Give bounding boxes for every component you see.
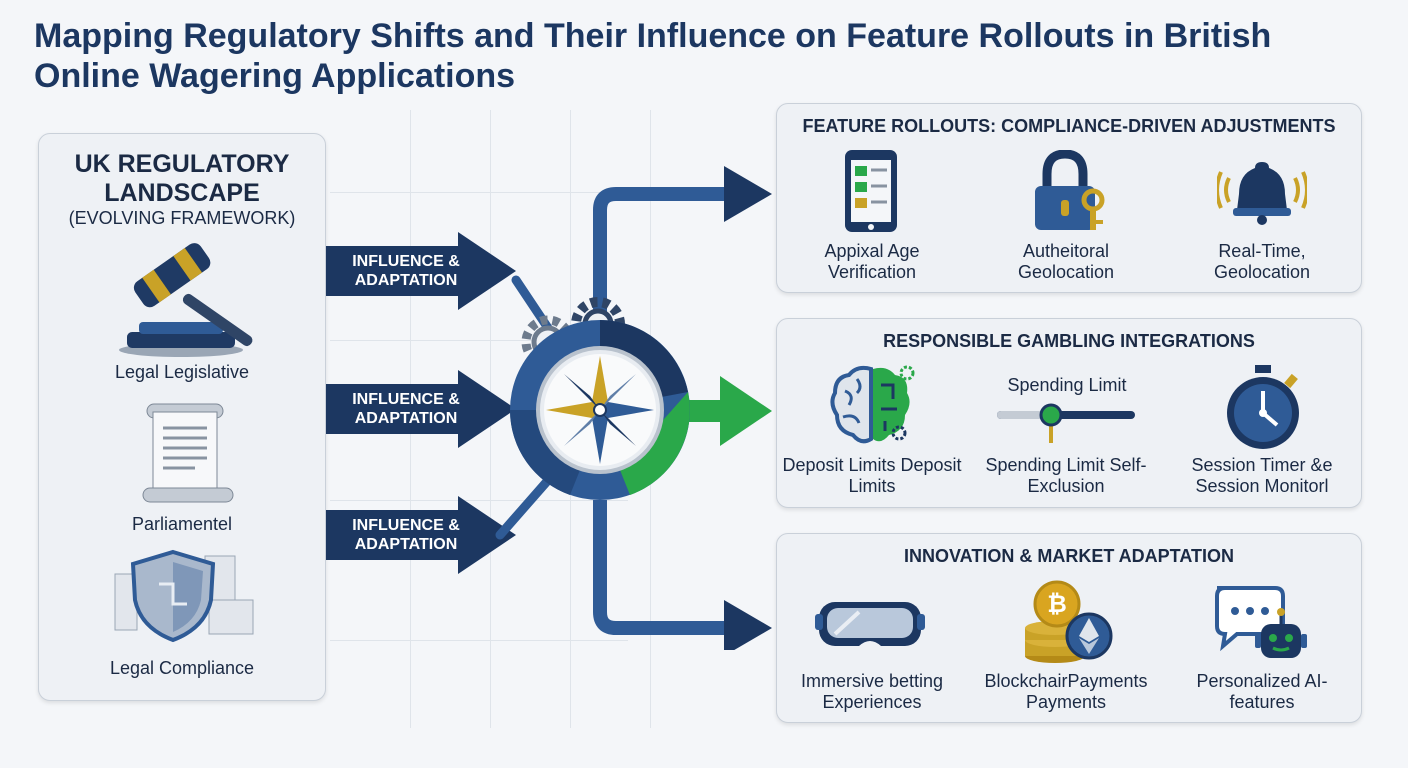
slider-label: Spending Limit <box>1007 375 1127 395</box>
gavel-icon <box>119 243 253 357</box>
feature-label: BlockchairPayments Payments <box>984 671 1148 712</box>
stopwatch-icon <box>1227 365 1299 449</box>
panel-title: FEATURE ROLLOUTS: COMPLIANCE-DRIVEN ADJU… <box>802 116 1336 136</box>
feature-label: Immersive betting Experiences <box>800 671 944 712</box>
panel-title: INNOVATION & MARKET ADAPTATION <box>904 546 1234 566</box>
padlock-key-icon <box>1035 150 1105 230</box>
connector-line <box>593 500 726 635</box>
influence-arrow: INFLUENCE & ADAPTATION <box>326 370 516 448</box>
panel-title: RESPONSIBLE GAMBLING INTEGRATIONS <box>883 331 1255 351</box>
regulatory-landscape-panel: UK REGULATORY LANDSCAPE (EVOLVING FRAMEW… <box>38 133 326 701</box>
left-item-label: Legal Legislative <box>114 362 250 382</box>
feature-label: Appixal Age Verification <box>824 241 920 282</box>
grid-line <box>330 500 628 501</box>
slider-icon <box>997 403 1135 443</box>
landscape-title: UK REGULATORY LANDSCAPE <box>74 150 290 207</box>
arrow-label: INFLUENCE & ADAPTATION <box>352 391 460 427</box>
feature-label: Autheitoral Geolocation <box>1017 241 1115 282</box>
arrow-shape <box>326 370 516 448</box>
feature-label: Personalized AI- features <box>1196 671 1328 712</box>
arrow-label: INFLUENCE & ADAPTATION <box>352 253 460 289</box>
left-item-label: Legal Compliance <box>109 658 255 678</box>
scroll-icon <box>142 403 234 503</box>
svg-text:₿: ₿ <box>1047 590 1067 618</box>
responsible-gambling-panel: RESPONSIBLE GAMBLING INTEGRATIONS Deposi… <box>776 318 1362 508</box>
feature-label: Spending Limit Self-Exclusion <box>985 455 1147 496</box>
influence-arrow: INFLUENCE & ADAPTATION <box>326 496 516 574</box>
vr-headset-icon <box>815 602 925 646</box>
feature-label: Real-Time, Geolocation <box>1213 241 1311 282</box>
left-item-label: Parliamentel <box>131 514 233 534</box>
shield-icon <box>114 549 254 643</box>
innovation-panel: INNOVATION & MARKET ADAPTATION Immersive… <box>776 533 1362 723</box>
branch-arrowhead <box>724 166 772 222</box>
landscape-subtitle: (EVOLVING FRAMEWORK) <box>68 208 296 228</box>
grid-line <box>330 640 628 641</box>
grid-line <box>330 340 628 341</box>
bell-alert-icon <box>1217 162 1307 225</box>
branch-arrowhead <box>724 600 772 650</box>
page-title: Mapping Regulatory Shifts and Their Infl… <box>34 17 1272 95</box>
feature-rollouts-panel: FEATURE ROLLOUTS: COMPLIANCE-DRIVEN ADJU… <box>776 103 1362 293</box>
brain-circuit-icon <box>830 365 915 444</box>
compass-icon <box>546 356 654 464</box>
hub-diagram <box>495 166 772 650</box>
feature-label: Deposit Limits Deposit Limits <box>782 455 962 496</box>
connector-line <box>680 400 724 422</box>
connector-line <box>495 473 555 540</box>
arrow-shape <box>326 496 516 574</box>
connector-line <box>593 187 726 318</box>
chatbot-icon <box>1215 586 1307 658</box>
influence-arrow: INFLUENCE & ADAPTATION <box>326 232 516 310</box>
arrow-label: INFLUENCE & ADAPTATION <box>352 517 460 553</box>
feature-label: Session Timer &e Session Monitorl <box>1191 455 1333 496</box>
tablet-form-icon <box>845 150 897 232</box>
crypto-coins-icon: ₿ <box>1025 580 1113 663</box>
arrow-shape <box>326 232 516 310</box>
branch-arrowhead <box>720 376 772 446</box>
grid-line <box>330 192 628 193</box>
